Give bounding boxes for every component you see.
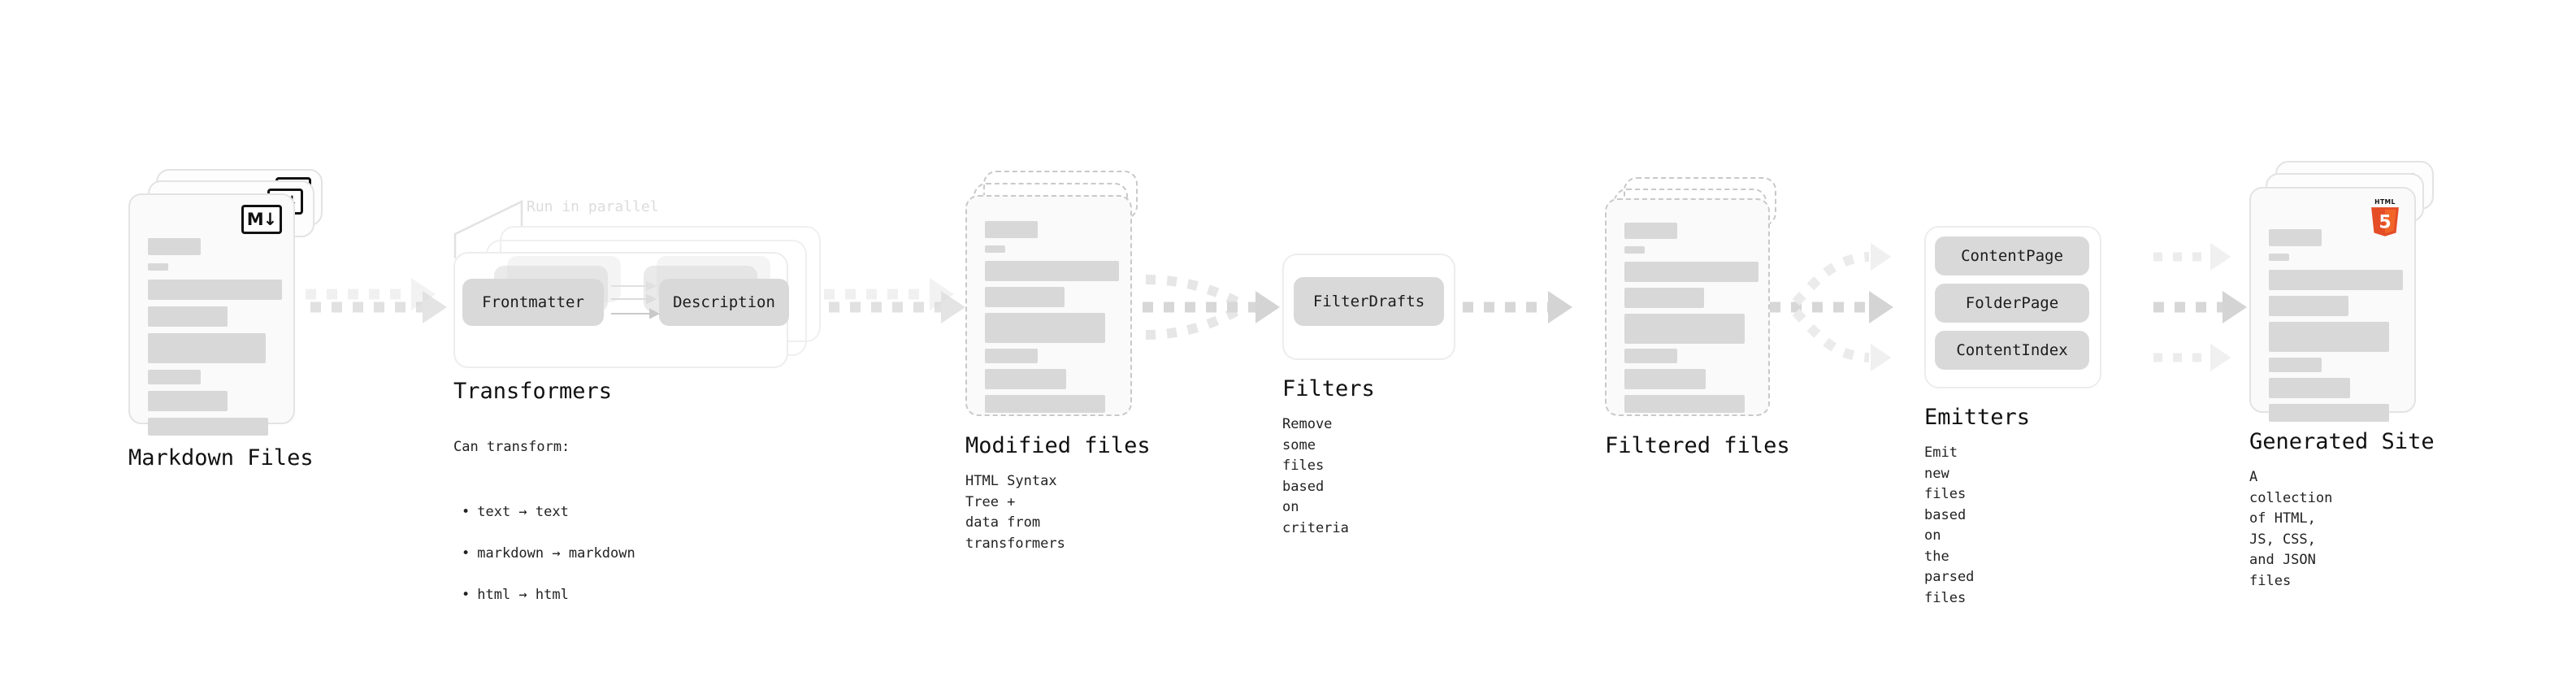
markdown-files-title: Markdown Files (128, 445, 314, 471)
transformer-inner-arrows (611, 280, 661, 319)
doc-line (1624, 349, 1677, 363)
connector-filters-to-filtered (1463, 291, 1572, 323)
doc-line (2269, 296, 2348, 316)
filtered-card-front[interactable] (1605, 198, 1770, 416)
doc-line (2269, 322, 2389, 352)
connector-modified-to-filters (1143, 275, 1280, 340)
connector-filtered-to-emitters (1770, 243, 1893, 371)
doc-line (148, 280, 282, 300)
emitter-chip-contentindex[interactable]: ContentIndex (1935, 331, 2089, 370)
transformer-chip-frontmatter[interactable]: Frontmatter (462, 279, 604, 326)
doc-line (148, 391, 228, 411)
doc-line (985, 221, 1038, 238)
svg-text:5: 5 (2379, 213, 2391, 233)
site-card-html[interactable]: HTML 5 (2249, 187, 2416, 422)
doc-line (985, 395, 1105, 413)
run-in-parallel-bracket (453, 199, 523, 258)
doc-line (985, 261, 1119, 281)
modified-files-title: Modified files (965, 433, 1151, 458)
filters-subtitle: Remove some files based on criteria (1282, 416, 1349, 536)
doc-line (148, 333, 266, 363)
doc-line (148, 238, 201, 255)
doc-line (2269, 254, 2289, 261)
doc-line (985, 245, 1005, 253)
doc-line (1624, 223, 1677, 239)
doc-line (2269, 404, 2389, 422)
emitters-title: Emitters (1924, 405, 2031, 430)
doc-line (148, 306, 228, 327)
doc-line (1624, 288, 1704, 308)
transformer-chip-description[interactable]: Description (659, 279, 789, 326)
doc-line (985, 287, 1065, 307)
connector-transformers-to-modified (824, 278, 965, 323)
transformers-title: Transformers (453, 379, 613, 404)
markdown-card-front[interactable]: M↓ (128, 193, 295, 436)
svg-text:HTML: HTML (2374, 198, 2396, 206)
transformers-sub-line: Can transform: (453, 438, 570, 455)
filters-title: Filters (1282, 376, 1375, 401)
connector-markdown-to-transformers (306, 278, 447, 323)
filter-chip-filterdrafts[interactable]: FilterDrafts (1294, 277, 1444, 326)
filtered-files-title: Filtered files (1605, 433, 1790, 458)
doc-line (1624, 246, 1645, 254)
transformers-bullet: markdown → markdown (462, 544, 635, 565)
emitters-subtitle: Emit new files based on the parsed files (1924, 445, 1975, 606)
doc-line (2269, 270, 2403, 290)
doc-line (985, 369, 1066, 389)
doc-line (985, 349, 1038, 363)
transformers-bullet-list: text → text markdown → markdown html → h… (453, 482, 635, 627)
doc-line (985, 313, 1105, 343)
html5-icon: HTML 5 (2371, 198, 2399, 236)
generated-site-subtitle: A collection of HTML, JS, CSS, and JSON … (2249, 469, 2333, 589)
doc-line (148, 263, 168, 271)
modified-card-front[interactable] (965, 195, 1132, 416)
emitter-chip-contentpage[interactable]: ContentPage (1935, 236, 2089, 275)
doc-line (1624, 395, 1745, 413)
markdown-icon: M↓ (241, 205, 282, 234)
doc-line (2269, 378, 2350, 398)
connector-emitters-to-site (2153, 243, 2247, 371)
doc-line (148, 418, 268, 436)
doc-line (1624, 369, 1706, 389)
doc-line (2269, 358, 2322, 372)
generated-site-title: Generated Site (2249, 429, 2435, 454)
transformers-bullet: text → text (462, 502, 635, 523)
doc-line (1624, 314, 1745, 344)
emitter-chip-folderpage[interactable]: FolderPage (1935, 284, 2089, 323)
modified-files-subtitle: HTML Syntax Tree + data from transformer… (965, 473, 1065, 552)
doc-line (1624, 262, 1759, 282)
transformers-subtitle: Can transform: text → text markdown → ma… (453, 416, 635, 648)
run-in-parallel-label: Run in parallel (527, 198, 659, 215)
doc-line (2269, 229, 2322, 246)
doc-line (148, 370, 201, 384)
transformers-bullet: html → html (462, 585, 635, 606)
